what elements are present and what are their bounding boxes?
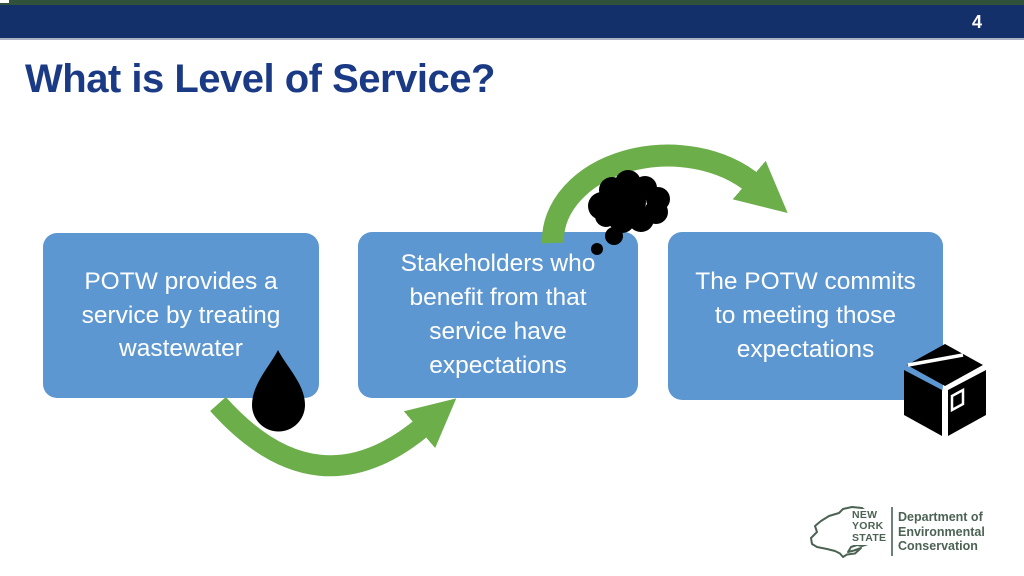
flow-box-potw-service-text: POTW provides a service by treating wast… — [81, 267, 281, 363]
nysdec-logo: NEW YORK STATE Department of Environment… — [805, 500, 995, 566]
thought-cloud-icon — [588, 170, 670, 255]
logo-state-line-3: STATE — [852, 531, 887, 544]
top-strip-notch — [0, 0, 9, 3]
flow-box-potw-commits-text: The POTW commits to meeting those expect… — [695, 268, 916, 363]
header-bar: 4 — [0, 5, 1024, 40]
new-york-state-outline-icon — [810, 506, 871, 558]
flow-box-stakeholders-text: Stakeholders who benefit from that servi… — [400, 250, 596, 379]
logo-state-line-2: YORK — [852, 520, 884, 533]
logo-department-line-2: Environmental — [898, 524, 985, 539]
logo-state-wordmark: NEW YORK STATE — [850, 509, 889, 545]
logo-state-line-1: NEW — [852, 509, 878, 521]
logo-department-wordmark: Department of Environmental Conservation — [898, 510, 985, 554]
curved-arrow-top — [541, 144, 788, 244]
logo-department-line-3: Conservation — [898, 539, 978, 554]
flow-box-potw-commits: The POTW commits to meeting those expect… — [668, 232, 943, 400]
logo-divider — [891, 507, 893, 556]
logo-department-line-1: Department of — [898, 510, 983, 524]
package-box-icon — [904, 344, 986, 436]
page-title: What is Level of Service? — [25, 57, 495, 101]
page-number: 4 — [971, 12, 982, 32]
curved-arrow-bottom — [210, 397, 457, 477]
flow-box-stakeholders: Stakeholders who benefit from that servi… — [358, 232, 638, 398]
water-droplet-icon — [252, 350, 305, 432]
top-accent-strip — [0, 0, 1024, 5]
